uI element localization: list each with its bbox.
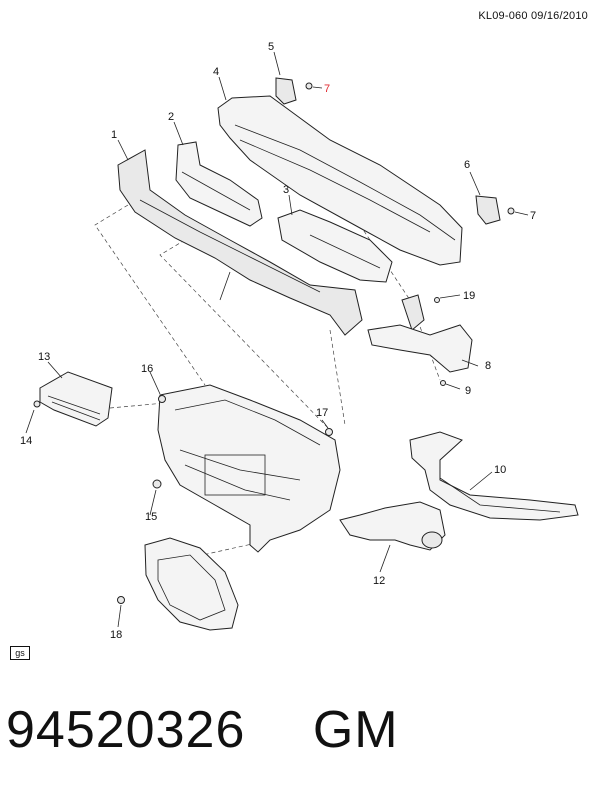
gs-label: gs (10, 646, 30, 660)
callout-12: 12 (373, 575, 385, 587)
part-4-upper-duct (217, 95, 463, 266)
drawing-date: 09/16/2010 (530, 10, 588, 22)
drawing-code: KL09-060 (478, 10, 528, 22)
leader-lines (25, 51, 529, 628)
callout-16: 16 (141, 363, 153, 375)
part-number: 94520326 (6, 701, 246, 759)
callout-15: 15 (145, 511, 157, 523)
callout-13: 13 (38, 351, 50, 363)
callout-18: 18 (110, 629, 122, 641)
footer-part-info: 94520326 GM (6, 700, 399, 760)
callout-1: 1 (111, 129, 117, 141)
callout-labels: 1 2 3 4 5 6 7 7 8 9 10 12 13 14 15 16 17… (20, 41, 536, 641)
callout-14: 14 (20, 435, 32, 447)
callout-8: 8 (485, 360, 491, 372)
callout-10: 10 (494, 464, 506, 476)
gasket-plate (144, 537, 239, 631)
part-13-filter-housing (39, 371, 113, 427)
part-6-bracket (475, 195, 501, 225)
brand-name: GM (312, 701, 399, 759)
part-19-clip (401, 294, 425, 331)
callout-3: 3 (283, 184, 289, 196)
part-5-bracket (275, 77, 297, 105)
hvac-module (157, 384, 341, 553)
callout-9: 9 (465, 385, 471, 397)
part-3-duct (277, 209, 393, 283)
callout-2: 2 (168, 111, 174, 123)
callout-5: 5 (268, 41, 274, 53)
callout-7-highlighted: 7 (324, 83, 330, 95)
exploded-parts-diagram: 1 2 3 4 5 6 7 7 8 9 10 12 13 14 15 16 17… (20, 41, 579, 641)
part-10-duct (409, 431, 579, 521)
callout-4: 4 (213, 66, 219, 78)
fasteners (33, 82, 515, 604)
callout-6: 6 (464, 159, 470, 171)
drawing-reference: KL09-060 09/16/2010 (478, 10, 588, 22)
part-8-duct (367, 324, 473, 373)
callout-17: 17 (316, 407, 328, 419)
callout-19: 19 (463, 290, 475, 302)
part-1-frame (117, 149, 363, 336)
callout-7: 7 (530, 210, 536, 222)
